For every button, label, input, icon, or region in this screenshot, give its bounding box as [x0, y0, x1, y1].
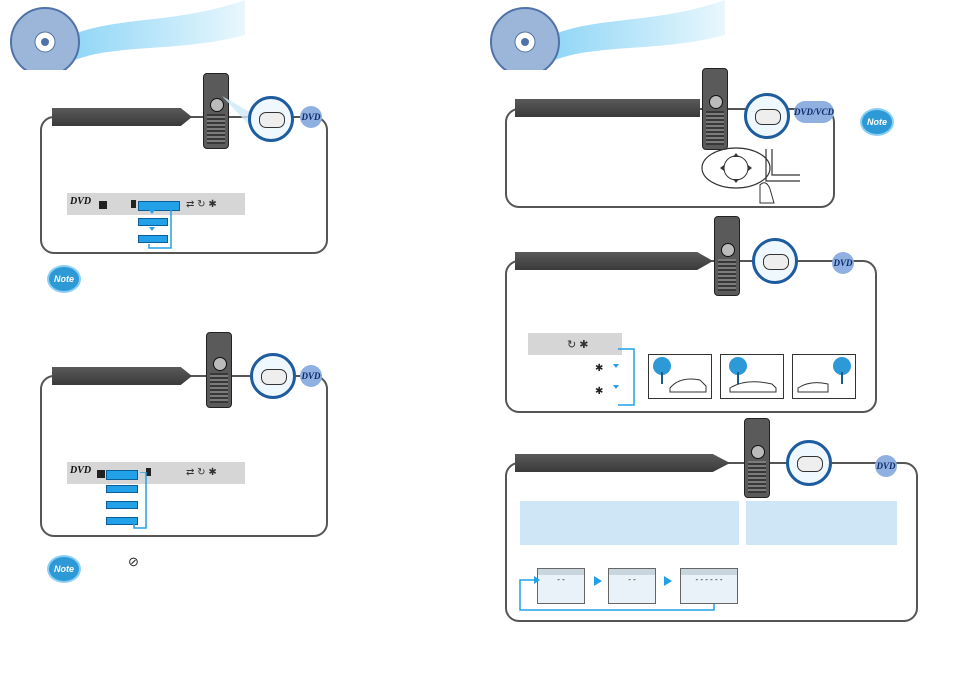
- angle-icon: ✱: [595, 363, 604, 374]
- remote-control-icon: [702, 68, 728, 150]
- angle-view-image-2: [720, 354, 784, 399]
- dpad-navigation-icon: [701, 147, 800, 204]
- cycle-bracket: [133, 472, 147, 529]
- right-arrow-icon: [594, 576, 602, 586]
- note-icon: Note: [47, 555, 81, 583]
- angle-osd-bar: [528, 333, 622, 355]
- zoom-button-icon: [744, 93, 790, 139]
- remote-control-icon: [714, 216, 740, 296]
- dvd-badge: DVD: [875, 455, 897, 477]
- cycle-bracket: [519, 576, 715, 611]
- option-3[interactable]: [106, 501, 138, 509]
- dvd-logo-icon: DVD: [70, 196, 92, 207]
- cycle-bracket: [148, 204, 172, 249]
- dvd-vcd-badge: DVD/VCD: [794, 101, 834, 123]
- option-highlight-1[interactable]: [106, 470, 138, 480]
- subtitle-icon: [99, 201, 107, 209]
- option-4[interactable]: [106, 517, 138, 525]
- note-icon: Note: [860, 108, 894, 136]
- left-panel-2: [40, 375, 328, 537]
- remote-control-icon: [744, 418, 770, 498]
- option-2[interactable]: [138, 218, 168, 226]
- right-panel-2-tab: [515, 252, 713, 270]
- zoom-button-icon: [752, 238, 798, 284]
- down-arrow-icon: [149, 210, 155, 214]
- angle-repeat-icons: ⇄ ↻ ✱: [186, 467, 217, 478]
- info-box-right: [746, 501, 897, 545]
- dvd-logo-icon: DVD: [70, 465, 92, 476]
- right-panel-1-tab: [515, 99, 700, 117]
- disc-film-graphic-right: [490, 0, 725, 70]
- info-box-left: [520, 501, 739, 545]
- bookmark-screen-2: - -: [608, 568, 656, 604]
- zoom-button-icon: [250, 353, 296, 399]
- down-arrow-icon: [149, 227, 155, 231]
- option-2[interactable]: [106, 485, 138, 493]
- repeat-angle-icons: ↻ ✱: [567, 339, 589, 351]
- remote-control-icon: [203, 73, 229, 149]
- panel-2-tab: [52, 367, 192, 385]
- angle-view-image-3: [792, 354, 856, 399]
- note-icon: Note: [47, 265, 81, 293]
- angle-view-image-1: [648, 354, 712, 399]
- prohibited-icon: ⊘: [128, 554, 139, 569]
- bookmark-screen-1: - -: [537, 568, 585, 604]
- option-highlight-1[interactable]: [138, 201, 180, 211]
- cycle-bracket: [613, 348, 635, 406]
- remote-control-icon: [206, 332, 232, 408]
- subtitle-icon: [97, 470, 105, 478]
- audio-icon: [131, 200, 136, 208]
- dvd-badge: DVD: [832, 252, 854, 274]
- panel-1-tab: [52, 108, 192, 126]
- dvd-badge: DVD: [300, 365, 322, 387]
- bookmark-screen-3: - - - - - -: [680, 568, 738, 604]
- option-3[interactable]: [138, 235, 168, 243]
- right-panel-3-tab: [515, 454, 730, 472]
- angle-repeat-icons: ⇄ ↻ ✱: [186, 199, 217, 210]
- dvd-badge: DVD: [300, 106, 322, 128]
- zoom-button-icon: [248, 96, 294, 142]
- audio-icon: [146, 468, 151, 476]
- zoom-button-icon: [786, 440, 832, 486]
- angle-icon: ✱: [595, 386, 604, 397]
- right-arrow-icon: [664, 576, 672, 586]
- disc-film-graphic-left: [10, 0, 245, 70]
